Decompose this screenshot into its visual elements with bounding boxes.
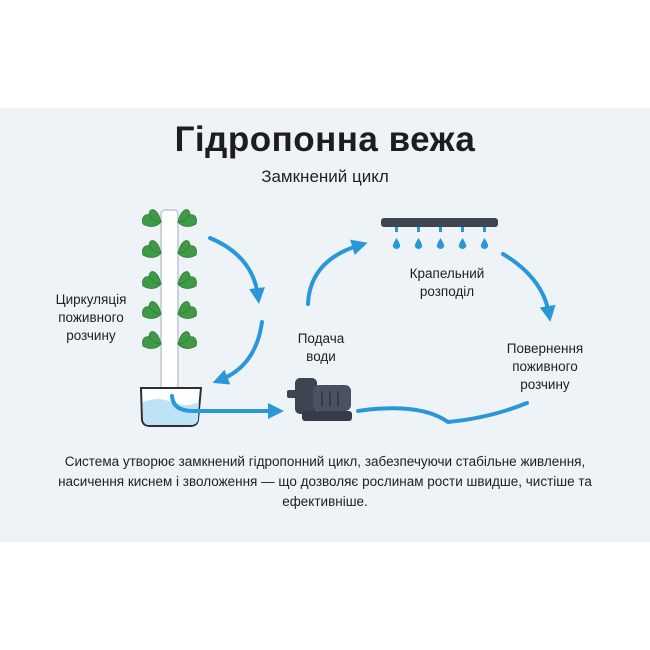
circulation-label: Циркуляція поживного розчину	[55, 292, 127, 343]
page-title: Гідропонна вежа	[174, 120, 476, 159]
return-label: Повернення поживного розчину	[506, 341, 584, 392]
arrow-to-pump	[170, 394, 284, 419]
background-panel	[0, 108, 650, 542]
water-drops-icon	[392, 238, 489, 249]
arrow-drip-down	[501, 252, 556, 322]
drip-bar-icon	[381, 218, 498, 232]
hydroponic-tower-icon	[142, 209, 197, 391]
return-line	[356, 401, 529, 425]
drip-label: Крапельний розподіл	[409, 266, 485, 299]
water-supply-label: Подача води	[297, 331, 345, 364]
arrow-pump-up	[306, 239, 368, 306]
page-subtitle: Замкнений цикл	[261, 167, 389, 186]
reservoir-icon	[139, 387, 203, 427]
arrow-tower-down	[208, 236, 265, 304]
description-text: Система утворює замкнений гідропонний ци…	[58, 454, 592, 509]
pump-icon	[287, 378, 352, 421]
arrow-to-reservoir	[212, 320, 264, 385]
